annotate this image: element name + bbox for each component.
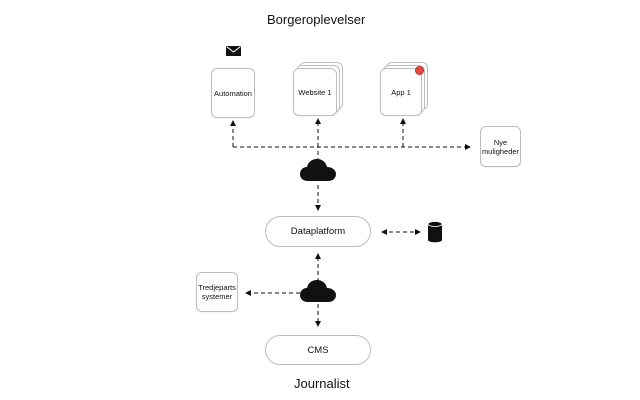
nye-muligheder-node[interactable]: Nye muligheder bbox=[480, 126, 521, 167]
cloud-icon bbox=[300, 159, 336, 181]
bottom-title: Journalist bbox=[294, 376, 350, 391]
nye-line2: muligheder bbox=[481, 146, 520, 156]
cloud-icon bbox=[300, 280, 336, 302]
database-icon bbox=[428, 221, 442, 243]
top-title: Borgeroplevelser bbox=[267, 12, 366, 27]
nye-muligheder-label: Nye muligheder bbox=[482, 138, 519, 156]
website-node[interactable]: Website 1 bbox=[293, 68, 337, 116]
dataplatform-node[interactable]: Dataplatform bbox=[265, 216, 371, 247]
app-node[interactable]: App 1 bbox=[380, 68, 422, 116]
mail-icon bbox=[226, 46, 241, 56]
tredjeparts-systemer-node[interactable]: Tredjeparts systemer bbox=[196, 272, 238, 312]
website-label: Website 1 bbox=[298, 87, 332, 97]
dataplatform-label: Dataplatform bbox=[290, 226, 346, 237]
cms-label: CMS bbox=[307, 344, 329, 356]
app-label: App 1 bbox=[391, 87, 411, 97]
automation-label: Automation bbox=[214, 88, 252, 98]
tredje-line1: Tredjeparts bbox=[198, 283, 236, 292]
tredjeparts-label: Tredjeparts systemer bbox=[198, 283, 236, 301]
automation-node[interactable]: Automation bbox=[211, 68, 255, 118]
tredje-line2: systemer bbox=[201, 292, 233, 301]
nye-line1: Nye bbox=[493, 137, 508, 147]
notification-dot-icon bbox=[415, 66, 424, 75]
cms-node[interactable]: CMS bbox=[265, 335, 371, 365]
